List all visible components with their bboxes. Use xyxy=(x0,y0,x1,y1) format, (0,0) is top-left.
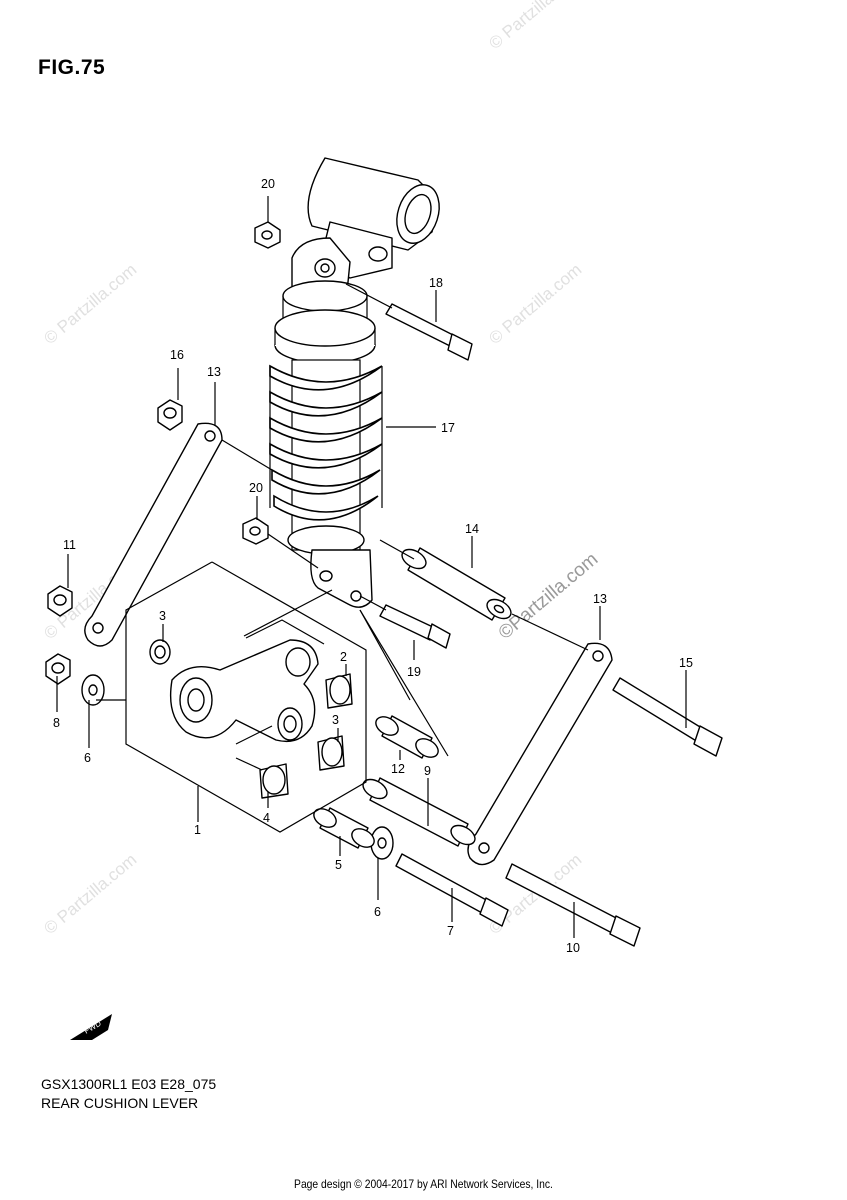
watermark: © Partzilla.com xyxy=(40,850,140,938)
washer-6-left xyxy=(81,674,105,706)
bolt-7 xyxy=(395,853,509,927)
callout: 3 xyxy=(159,609,166,623)
nut-20-mid xyxy=(242,517,319,569)
partzilla-stamp: ©Partzilla.com xyxy=(495,549,603,644)
diagram-title: REAR CUSHION LEVER xyxy=(41,1095,199,1111)
bolt-18 xyxy=(345,283,473,361)
cushion-lever-assembly xyxy=(96,561,367,833)
callout: 14 xyxy=(465,522,479,536)
bearing-4 xyxy=(259,763,289,799)
bolt-10 xyxy=(505,863,641,947)
bolt-19 xyxy=(359,595,451,649)
nut-16 xyxy=(157,399,183,431)
callout: 10 xyxy=(566,941,580,955)
figure-label: FIG.75 xyxy=(38,56,106,79)
callout: 20 xyxy=(249,481,263,495)
model-code: GSX1300RL1 E03 E28_075 xyxy=(41,1076,217,1092)
callout: 8 xyxy=(53,716,60,730)
link-rod-right xyxy=(467,613,613,866)
callout: 6 xyxy=(374,905,381,919)
watermark: © Partzilla.com xyxy=(485,260,585,348)
callout: 5 xyxy=(335,858,342,872)
callout: 3 xyxy=(332,713,339,727)
spacer-12 xyxy=(375,715,439,759)
leader-lines xyxy=(56,196,687,938)
callout: 4 xyxy=(263,811,270,825)
watermark: © Partzilla.com xyxy=(485,0,585,53)
watermark: © Partzilla.com xyxy=(40,260,140,348)
link-rod-left xyxy=(84,422,273,647)
callout: 9 xyxy=(424,764,431,778)
bearing-2 xyxy=(325,673,353,709)
callout: 2 xyxy=(340,650,347,664)
bolt-15 xyxy=(612,677,723,757)
callout: 17 xyxy=(441,421,455,435)
shock-absorber xyxy=(269,157,440,608)
callout: 15 xyxy=(679,656,693,670)
nut-11 xyxy=(47,585,73,617)
callout: 20 xyxy=(261,177,275,191)
callout: 19 xyxy=(407,665,421,679)
callout: 6 xyxy=(84,751,91,765)
fwd-arrow-icon: FWD xyxy=(70,1014,112,1040)
callout: 7 xyxy=(447,924,454,938)
callout: 13 xyxy=(207,365,221,379)
bearing-3-top xyxy=(149,639,171,665)
page-footer: Page design © 2004-2017 by ARI Network S… xyxy=(294,1177,553,1191)
spacer-5 xyxy=(313,807,375,849)
callout: 12 xyxy=(391,762,405,776)
callout: 1 xyxy=(194,823,201,837)
callout: 18 xyxy=(429,276,443,290)
spacer-14 xyxy=(379,539,512,621)
callout: 13 xyxy=(593,592,607,606)
callouts: 20 18 16 13 17 20 11 14 13 3 2 15 19 8 3… xyxy=(53,177,693,955)
bearing-3-bottom xyxy=(317,735,345,771)
callout: 16 xyxy=(170,348,184,362)
nut-20-top xyxy=(254,221,281,249)
nut-8 xyxy=(45,653,71,685)
spacer-9 xyxy=(362,777,476,847)
callout: 11 xyxy=(63,538,76,552)
